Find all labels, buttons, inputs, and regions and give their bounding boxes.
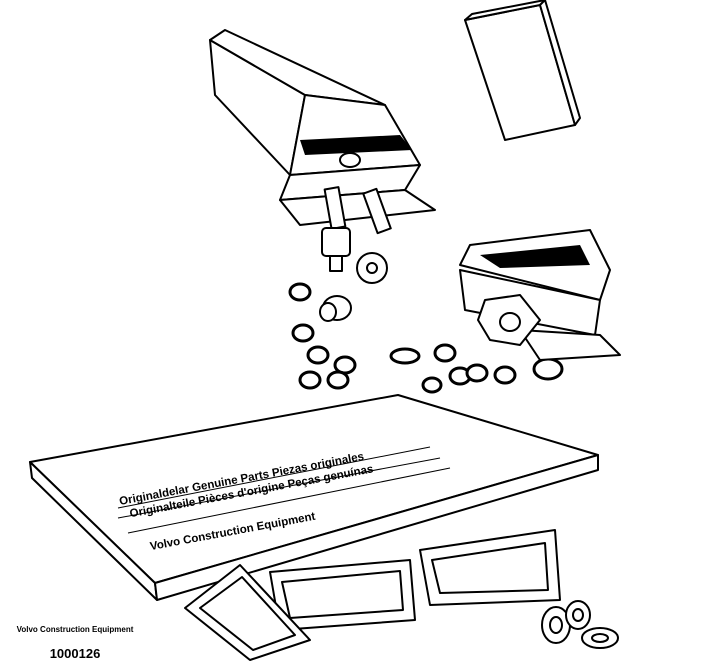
- caption-company: Volvo Construction Equipment: [16, 625, 134, 634]
- open-box-upper: [209, 29, 436, 226]
- shaft-and-gears: [321, 186, 392, 284]
- figure-number: 1000126: [49, 646, 101, 661]
- washers: [288, 282, 564, 394]
- parts-manual-card: Originaldelar Genuine Parts Piezas origi…: [29, 394, 599, 601]
- bearings: [541, 600, 619, 649]
- gaskets: [184, 529, 561, 661]
- open-box-lower: [459, 229, 621, 361]
- closed-box: [464, 0, 581, 141]
